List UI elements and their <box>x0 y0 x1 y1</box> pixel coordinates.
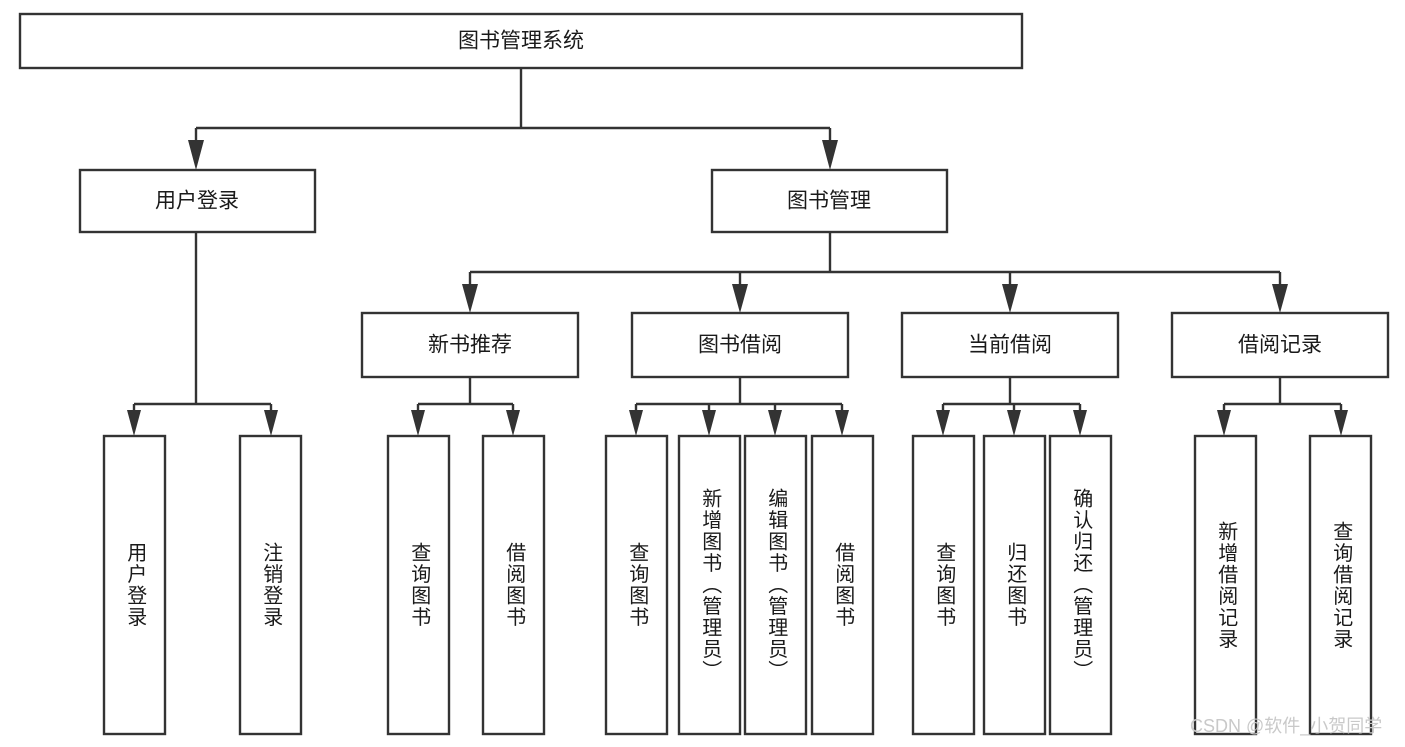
node-book-management-box[interactable] <box>710 168 949 234</box>
arrow-book-borrow <box>732 284 748 313</box>
node-borrow-record-box[interactable] <box>1170 311 1390 379</box>
connector-group-bookborrow-to-leaves <box>629 377 849 436</box>
node-borrow-record[interactable]: 借阅记录 <box>1170 311 1390 379</box>
leaf-user-login-box[interactable] <box>102 434 167 736</box>
arrow-leaf-add-book <box>702 410 716 436</box>
leaf-query-book-3-box[interactable] <box>911 434 976 736</box>
arrow-leaf-query-book-1 <box>411 410 425 436</box>
leaf-query-record-box[interactable] <box>1308 434 1373 736</box>
leaf-edit-book-box[interactable] <box>743 434 808 736</box>
node-book-borrow[interactable]: 图书借阅 <box>630 311 850 379</box>
leaf-box-group <box>102 434 1373 736</box>
node-user-login-box[interactable] <box>78 168 317 234</box>
node-book-management[interactable]: 图书管理 <box>710 168 949 234</box>
node-book-borrow-box[interactable] <box>630 311 850 379</box>
arrow-leaf-user-login <box>127 410 141 436</box>
leaf-add-record-box[interactable] <box>1193 434 1258 736</box>
node-current-borrow-box[interactable] <box>900 311 1120 379</box>
leaf-return-book-box[interactable] <box>982 434 1047 736</box>
connector-group-currentborrow-to-leaves <box>936 377 1087 436</box>
arrow-leaf-add-record <box>1217 410 1231 436</box>
arrow-current-borrow <box>1002 284 1018 313</box>
node-new-book-recommend[interactable]: 新书推荐 <box>360 311 580 379</box>
leaf-confirm-return-box[interactable] <box>1048 434 1113 736</box>
node-root[interactable]: 图书管理系统 <box>18 12 1024 70</box>
arrow-new-book-recommend <box>462 284 478 313</box>
leaf-add-book-box[interactable] <box>677 434 742 736</box>
leaf-logout-login-box[interactable] <box>238 434 303 736</box>
arrow-leaf-return-book <box>1007 410 1021 436</box>
arrow-user-login <box>188 140 204 170</box>
arrow-borrow-record <box>1272 284 1288 313</box>
node-user-login-label: 用户登录 <box>155 190 239 213</box>
arrow-leaf-query-book-2 <box>629 410 643 436</box>
leaf-query-book-1-box[interactable] <box>386 434 451 736</box>
arrow-leaf-query-book-3 <box>936 410 950 436</box>
leaf-borrow-book-1-box[interactable] <box>481 434 546 736</box>
leaf-query-book-2-box[interactable] <box>604 434 669 736</box>
arrow-leaf-borrow-book-2 <box>835 410 849 436</box>
arrow-leaf-query-record <box>1334 410 1348 436</box>
connector-group-newbook-to-leaves <box>411 377 520 436</box>
arrow-book-management <box>822 140 838 170</box>
node-new-book-recommend-label: 新书推荐 <box>428 334 512 357</box>
connector-group-userlogin-to-leaves <box>127 232 278 436</box>
node-book-management-label: 图书管理 <box>787 190 871 213</box>
node-root-box[interactable] <box>18 12 1024 70</box>
node-book-borrow-label: 图书借阅 <box>698 334 782 357</box>
node-current-borrow[interactable]: 当前借阅 <box>900 311 1120 379</box>
node-current-borrow-label: 当前借阅 <box>968 334 1052 357</box>
arrow-leaf-logout-login <box>264 410 278 436</box>
connector-group-borrowrecord-to-leaves <box>1217 377 1348 436</box>
node-user-login[interactable]: 用户登录 <box>78 168 317 234</box>
node-borrow-record-label: 借阅记录 <box>1238 334 1322 357</box>
arrow-leaf-confirm-return <box>1073 410 1087 436</box>
connector-group-bookmgmt-to-level3 <box>462 232 1288 313</box>
watermark-text: CSDN @软件_小贺同学 <box>1190 716 1383 736</box>
connector-group-root-to-level2 <box>188 68 838 170</box>
node-root-label: 图书管理系统 <box>458 30 584 53</box>
arrow-leaf-edit-book <box>768 410 782 436</box>
arrow-leaf-borrow-book-1 <box>506 410 520 436</box>
leaf-borrow-book-2-box[interactable] <box>810 434 875 736</box>
node-new-book-recommend-box[interactable] <box>360 311 580 379</box>
